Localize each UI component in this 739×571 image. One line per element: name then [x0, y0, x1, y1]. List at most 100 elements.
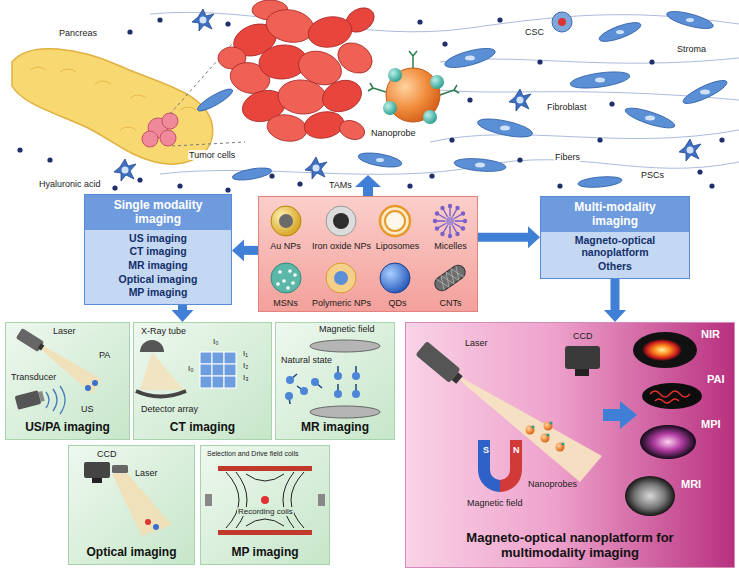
- ccd-camera: [565, 346, 600, 369]
- nanoparticle-icon: [432, 263, 468, 294]
- particle-name: Au NPs: [259, 241, 312, 254]
- hyaluronic-dot: [137, 177, 142, 182]
- nanoprobe: [92, 380, 98, 386]
- image-blob: [640, 425, 696, 459]
- imaging-category-box: Multi-modality imagingMagneto-optical na…: [540, 196, 690, 279]
- nanoparticle-icon: [435, 226, 439, 230]
- spin: [311, 378, 319, 386]
- fibroblast-nucleus: [686, 18, 694, 22]
- flow-arrow: [620, 401, 637, 429]
- fiber: [150, 12, 739, 174]
- laser-device: [415, 341, 465, 387]
- field-line: [226, 472, 239, 528]
- tumor-cell: [277, 78, 328, 116]
- voxel-grid: [224, 364, 236, 376]
- laser-device: [16, 328, 44, 352]
- nanoprobe: [526, 426, 535, 435]
- fibroblast: [476, 115, 534, 140]
- fibroblast-nucleus: [700, 90, 710, 95]
- hyaluronic-dot: [127, 29, 132, 34]
- tumor-cell: [265, 112, 309, 145]
- nanoparticle-icon: [433, 204, 467, 238]
- pancreas: [30, 67, 196, 130]
- nanoparticle-icon: [435, 206, 465, 236]
- immune-cell-core: [122, 167, 129, 174]
- nanoprobe: [85, 380, 98, 391]
- voxel-grid: [212, 364, 224, 376]
- part-label: Nanoprobe: [370, 128, 417, 138]
- spin: [285, 372, 360, 400]
- panel-ground: [5, 322, 395, 565]
- hyaluronic-dot: [17, 17, 724, 192]
- tumor-cell: [318, 75, 366, 117]
- hyaluronic-dot: [709, 183, 714, 188]
- fibroblast-nucleus: [645, 116, 655, 121]
- spin: [352, 390, 360, 398]
- fibroblast-nucleus: [376, 158, 384, 162]
- nanoparticle-icon: [435, 211, 439, 215]
- tumor-cell: [302, 109, 346, 142]
- flow-arrow: [603, 409, 621, 421]
- sound-wave: [60, 386, 65, 414]
- field-line: [283, 472, 294, 528]
- nanoparticle-icon: [279, 214, 293, 228]
- hyaluronic-dot: [112, 185, 117, 190]
- box-item: MP imaging: [85, 286, 231, 299]
- flow-arrow: [244, 246, 258, 255]
- box-item: US imaging: [85, 232, 231, 245]
- nanoparticle-icon: [276, 269, 297, 290]
- stem-cell: [552, 12, 572, 32]
- spin: [286, 376, 294, 384]
- spin: [334, 390, 342, 398]
- imaging-panel: CT imaging: [133, 322, 272, 440]
- immune-cell: [192, 9, 214, 31]
- laser-device: [112, 465, 128, 473]
- hyaluronic-dot: [225, 21, 230, 26]
- nanoparticle-icon: [455, 206, 459, 210]
- nanoparticle-icon: [436, 265, 464, 290]
- panel-ground: [200, 445, 330, 565]
- laser-device: [16, 328, 46, 353]
- immune-cell: [114, 159, 136, 181]
- sound-wave: [46, 386, 65, 414]
- nanoparticle-icon: [271, 206, 301, 236]
- fiber: [150, 12, 739, 31]
- sound-wave: [46, 392, 49, 408]
- part-label: Tumor cells: [188, 150, 236, 160]
- light-beam: [112, 472, 172, 536]
- voxel-grid: [224, 376, 236, 388]
- nanoparticle-icon: [461, 226, 465, 230]
- hyaluronic-dot: [269, 173, 274, 178]
- field-line: [291, 472, 304, 528]
- coil: [218, 466, 312, 471]
- hyaluronic-dot: [417, 19, 422, 24]
- nanoparticle-icon: [448, 204, 452, 208]
- hyaluronic-dot: [557, 183, 562, 188]
- nanoparticle-icon: [282, 279, 286, 283]
- nanoprobe: [368, 51, 459, 124]
- fibroblast-nucleus: [500, 126, 510, 131]
- flow-arrow: [178, 305, 187, 310]
- nanoparticle-icon: [380, 263, 410, 293]
- pancreas: [162, 113, 178, 129]
- zoom-line: [172, 142, 245, 146]
- image-blob: [633, 332, 697, 368]
- box-item: Others: [541, 260, 689, 273]
- part-label: I₁: [242, 349, 249, 358]
- x-ray-tube: [140, 340, 164, 352]
- hyaluronic-dot: [497, 17, 502, 22]
- magnet-disk: [310, 406, 380, 418]
- sound-wave: [53, 389, 57, 411]
- box-heading: Single modality imaging: [85, 195, 231, 230]
- fiber: [430, 130, 739, 142]
- imaging-panel: MR imaging: [275, 322, 395, 440]
- immune-cell: [509, 89, 531, 111]
- fibroblast: [454, 157, 507, 173]
- hyaluronic-dot: [449, 137, 454, 142]
- hyaluronic-dot: [719, 137, 724, 142]
- box-ground: [258, 196, 478, 312]
- fibroblast-nucleus: [465, 56, 475, 61]
- part-label: Natural state: [280, 355, 333, 365]
- recording-coil: [318, 494, 325, 506]
- transducer: [38, 391, 44, 402]
